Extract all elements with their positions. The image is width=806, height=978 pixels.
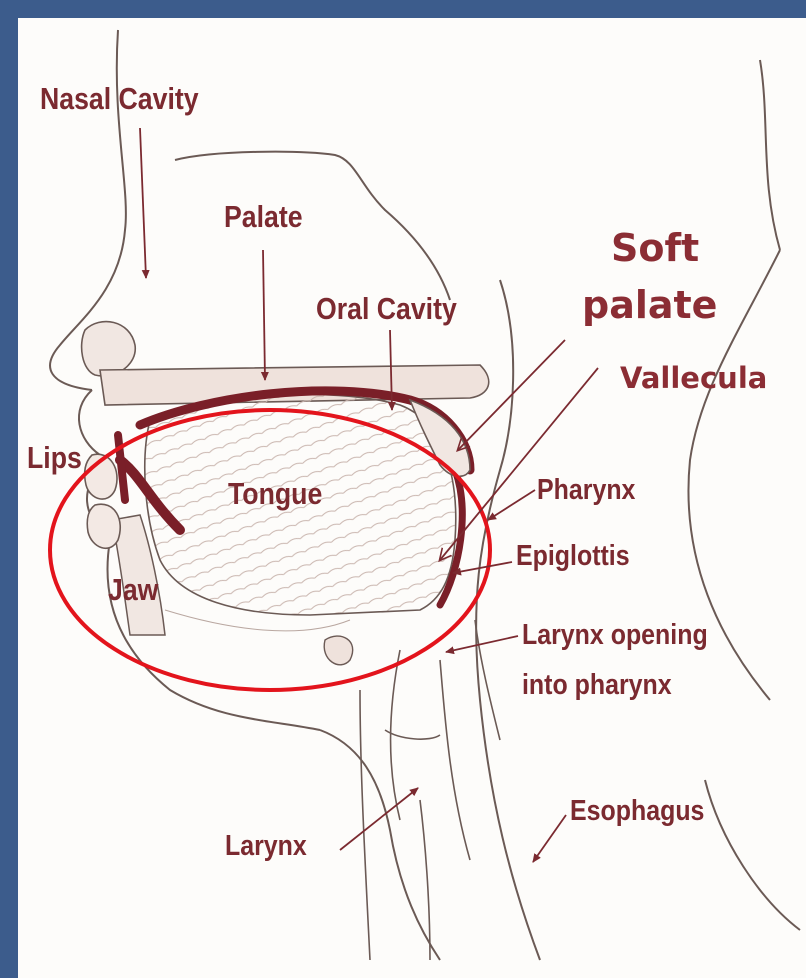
arrow-palate: [263, 250, 265, 380]
label-vallecula: Vallecula: [620, 364, 767, 393]
label-larynx: Larynx: [225, 832, 307, 861]
label-tongue: Tongue: [228, 478, 322, 509]
label-lips: Lips: [27, 442, 82, 473]
label-soft-palate-line1: Soft: [611, 229, 699, 267]
label-larynx-opening-line1: Larynx opening: [522, 621, 708, 650]
arrow-larynx: [340, 788, 418, 850]
label-palate: Palate: [224, 201, 303, 232]
anatomy-figure: [18, 18, 806, 978]
label-epiglottis: Epiglottis: [516, 542, 630, 571]
arrow-nasal-cavity: [140, 128, 146, 278]
label-jaw: Jaw: [108, 574, 158, 605]
label-soft-palate-line2: palate: [582, 286, 717, 324]
label-nasal-cavity: Nasal Cavity: [40, 83, 199, 114]
arrow-larynx-opening: [446, 636, 518, 652]
tongue-region: [112, 391, 470, 665]
label-esophagus: Esophagus: [570, 797, 704, 826]
arrow-esophagus: [533, 815, 566, 862]
arrow-epiglottis: [453, 562, 512, 573]
label-oral-cavity: Oral Cavity: [316, 293, 457, 324]
label-larynx-opening-line2: into pharynx: [522, 671, 672, 700]
label-pharynx: Pharynx: [537, 476, 635, 505]
anatomy-illustration: [18, 18, 806, 978]
